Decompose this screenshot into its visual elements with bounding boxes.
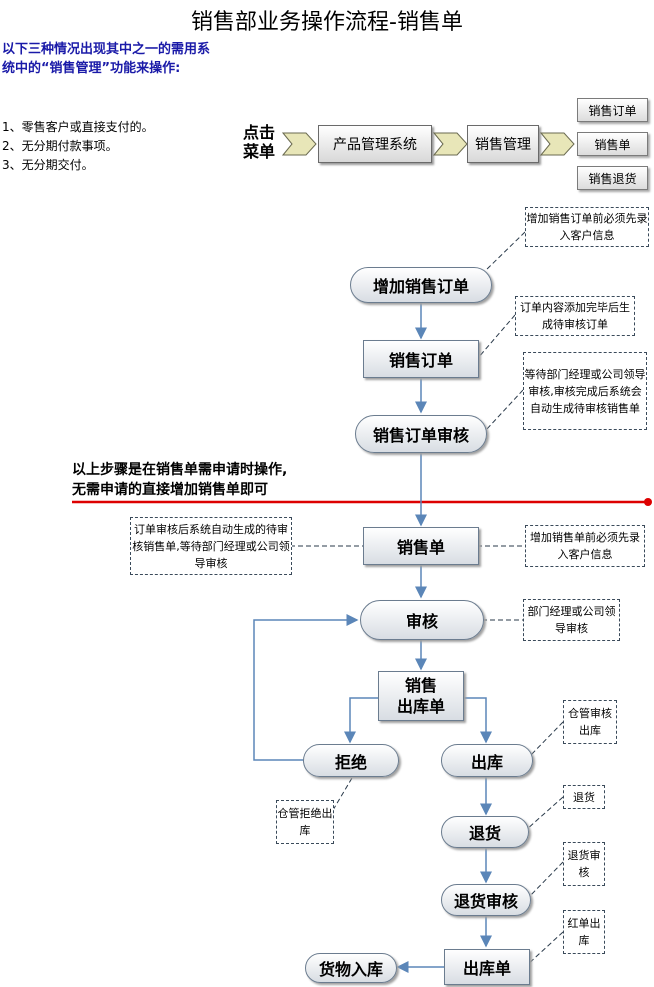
node-outbound-slip: 销售 出库单 xyxy=(378,671,464,721)
node-reject: 拒绝 xyxy=(303,744,399,777)
product-system-box[interactable]: 产品管理系统 xyxy=(318,125,432,163)
note-audit-wait: 等待部门经理或公司领导审核,审核完成后系统会自动生成待审核销售单 xyxy=(523,352,647,430)
menu-option-sales-slip[interactable]: 销售单 xyxy=(577,132,648,156)
rule-1: 1、零售客户或直接支付的。 xyxy=(2,120,154,134)
menu-option-sales-return[interactable]: 销售退货 xyxy=(577,166,648,190)
node-goods-in: 货物入库 xyxy=(305,953,397,983)
rule-2: 2、无分期付款事项。 xyxy=(2,139,118,153)
node-audit: 审核 xyxy=(360,600,484,640)
note-add-order: 增加销售订单前必须先录入客户信息 xyxy=(525,207,649,247)
node-sales-slip: 销售单 xyxy=(363,527,479,565)
separator-text: 以上步骤是在销售单需申请时操作, 无需申请的直接增加销售单即可 xyxy=(72,462,288,498)
note-slip-generated: 订单审核后系统自动生成的待审核销售单,等待部门经理或公司领导审核 xyxy=(130,517,292,575)
note-warehouse-reject: 仓管拒绝出库 xyxy=(276,800,334,844)
node-outbound-slip-final: 出库单 xyxy=(444,949,530,985)
click-menu-label: 点击 菜单 xyxy=(243,123,276,161)
note-return-audit: 退货审核 xyxy=(563,842,605,886)
chevron-arrow-icon xyxy=(540,132,575,156)
node-order-audit: 销售订单审核 xyxy=(355,415,487,453)
chevron-arrow-icon xyxy=(433,132,468,156)
menu-option-sales-order[interactable]: 销售订单 xyxy=(577,98,648,122)
note-add-slip: 增加销售单前必须先录入客户信息 xyxy=(525,525,645,567)
intro-heading: 以下三种情况出现其中之一的需用系统中的“销售管理”功能来操作: xyxy=(2,42,211,76)
sales-module-box[interactable]: 销售管理 xyxy=(467,125,539,163)
separator-end-dot xyxy=(644,498,652,506)
node-sales-order: 销售订单 xyxy=(363,340,479,378)
note-warehouse-out: 仓管审核出库 xyxy=(563,700,617,744)
note-manager-audit: 部门经理或公司领导审核 xyxy=(523,599,620,641)
chevron-arrow-icon xyxy=(282,132,317,156)
page-title: 销售部业务操作流程-销售单 xyxy=(191,10,463,35)
note-red-slip: 红单出库 xyxy=(563,910,605,954)
node-outbound: 出库 xyxy=(441,744,533,777)
note-order-created: 订单内容添加完毕后生成待审核订单 xyxy=(515,296,635,336)
node-return-audit: 退货审核 xyxy=(441,884,531,916)
node-add-sales-order: 增加销售订单 xyxy=(350,267,492,303)
rule-3: 3、无分期交付。 xyxy=(2,158,94,172)
note-return: 退货 xyxy=(563,785,605,809)
node-return: 退货 xyxy=(441,816,529,848)
